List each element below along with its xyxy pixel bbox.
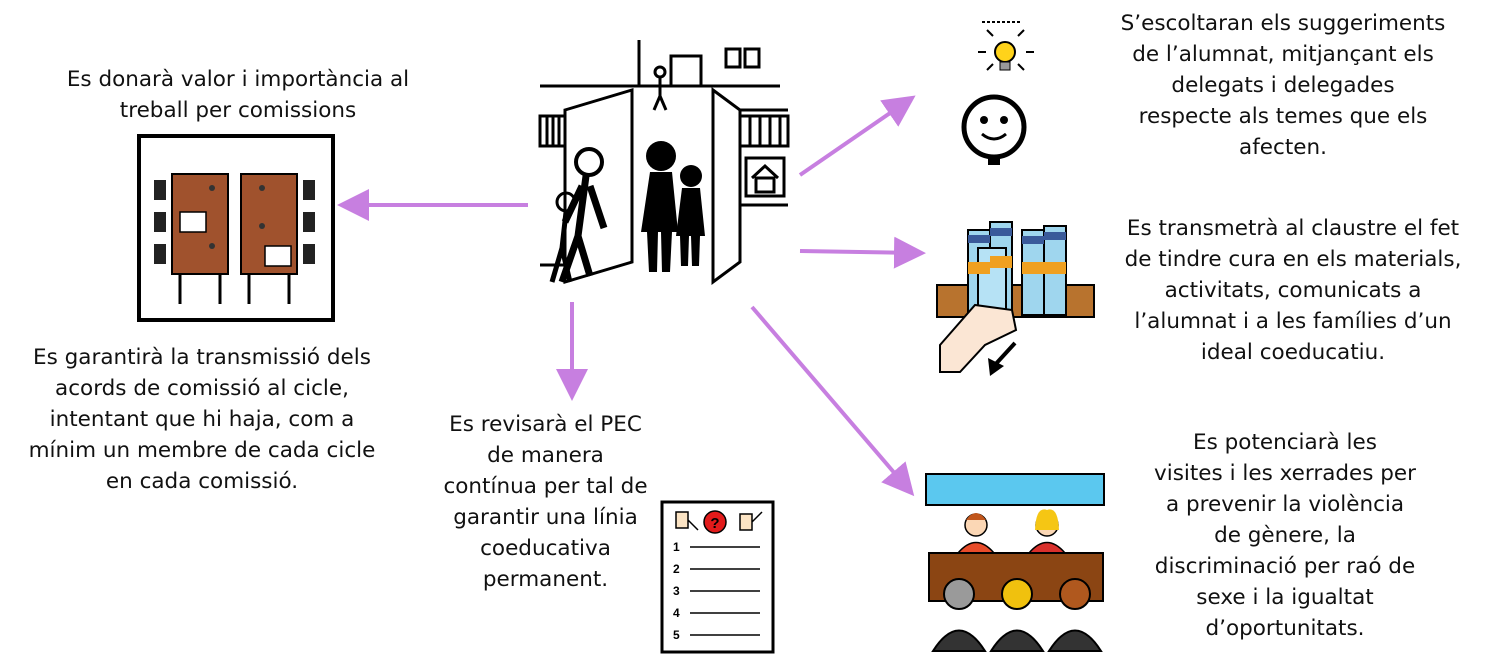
text-line: afecten. <box>1239 135 1327 160</box>
text-line: d’oportunitats. <box>1205 616 1365 641</box>
text-line: visites i les xerrades per <box>1154 461 1416 486</box>
text-line: S’escoltaran els suggeriments <box>1120 11 1446 36</box>
materials-care-text: Es transmetrà al claustre el fet de tind… <box>1100 213 1486 368</box>
text-line: treball per comissions <box>119 98 357 123</box>
idea-face-icon <box>961 21 1034 165</box>
text-line: l’alumnat i a les famílies d’un <box>1134 309 1452 334</box>
commissions-value-text: Es donarà valor i importància al treball… <box>28 64 448 126</box>
text-line: contínua per tal de <box>443 474 648 499</box>
arrow-upper-right <box>798 95 916 177</box>
books-shelf-icon <box>936 221 1095 376</box>
text-line: respecte als temes que els <box>1138 104 1428 129</box>
text-line: en cada comissió. <box>105 469 299 494</box>
pec-review-text: Es revisarà el PEC de manera contínua pe… <box>423 409 668 595</box>
arrow-lower-right <box>750 305 915 497</box>
text-line: mínim un membre de cada cicle <box>28 438 376 463</box>
text-line: sexe i la igualtat <box>1196 585 1374 610</box>
text-line: ideal coeducatiu. <box>1200 340 1386 365</box>
school-entrance-icon <box>538 40 790 285</box>
svg-text:?: ? <box>710 515 719 532</box>
text-line: Es revisarà el PEC <box>449 412 642 437</box>
checklist-number: 1 <box>673 540 680 554</box>
commission-tables-icon <box>137 134 335 322</box>
checklist-number: 5 <box>673 628 680 642</box>
text-line: delegats i delegades <box>1171 73 1395 98</box>
talk-conference-icon <box>925 473 1105 652</box>
text-line: de tindre cura en els materials, <box>1124 247 1462 272</box>
text-line: de gènere, la <box>1214 523 1356 548</box>
checklist-number: 3 <box>673 584 680 598</box>
text-line: Es potenciarà les <box>1193 430 1377 455</box>
text-line: Es garantirà la transmissió dels <box>33 345 371 370</box>
text-line: a prevenir la violència <box>1165 492 1405 517</box>
text-line: permanent. <box>482 567 609 592</box>
arrows <box>337 95 926 497</box>
text-line: de l’alumnat, mitjançant els <box>1132 42 1434 67</box>
text-line: discriminació per raó de <box>1154 554 1416 579</box>
commission-agreements-text: Es garantirà la transmissió dels acords … <box>2 342 402 497</box>
text-line: coeducativa <box>480 536 611 561</box>
text-line: intentant que hi haja, com a <box>49 407 355 432</box>
text-line: de manera <box>487 443 604 468</box>
student-suggestions-text: S’escoltaran els suggeriments de l’alumn… <box>1088 8 1478 163</box>
text-line: Es transmetrà al claustre el fet <box>1126 216 1460 241</box>
arrow-right <box>799 236 926 269</box>
checklist-icon: ? 1 2 3 4 5 <box>660 500 775 654</box>
text-line: garantir una línia <box>453 505 638 530</box>
text-line: acords de comissió al cicle, <box>55 376 349 401</box>
people-walking-icon <box>641 141 705 272</box>
checklist-number: 4 <box>673 606 680 620</box>
checklist-number: 2 <box>673 562 680 576</box>
text-line: Es donarà valor i importància al <box>66 67 410 92</box>
talks-visits-text: Es potenciarà les visites i les xerrades… <box>1120 427 1450 644</box>
text-line: activitats, comunicats a <box>1164 278 1422 303</box>
